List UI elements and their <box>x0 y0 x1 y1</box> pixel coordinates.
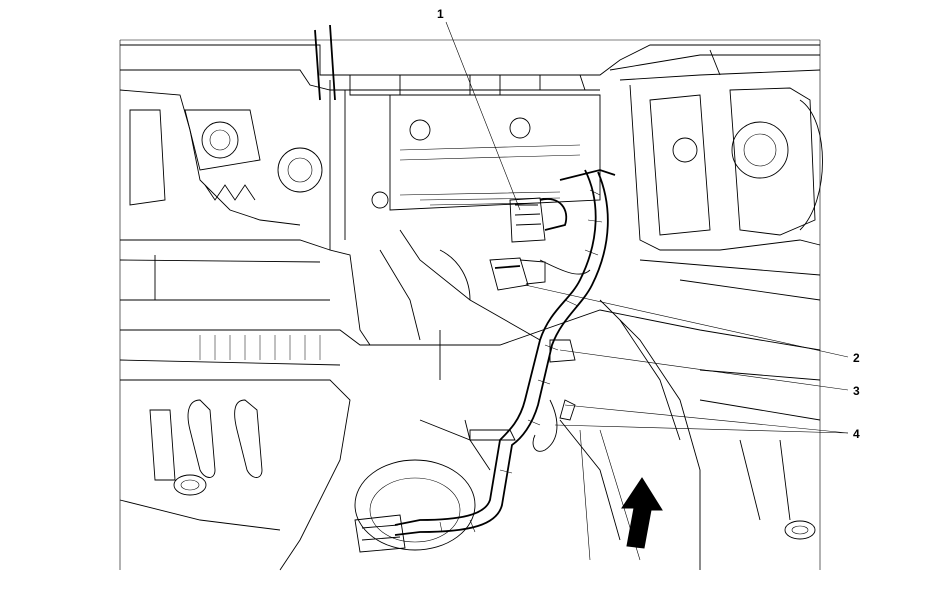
harness-connectors <box>354 197 546 553</box>
connector-upper <box>509 197 546 243</box>
callout-4: 4 <box>853 427 860 441</box>
dash-panel-structure <box>120 24 821 346</box>
forward-arrow-icon <box>621 477 663 549</box>
left-side-structure <box>119 89 331 301</box>
callout-1: 1 <box>437 7 444 21</box>
leader-1 <box>445 21 521 211</box>
floor-pan <box>119 229 821 571</box>
right-side-structure <box>629 84 823 301</box>
leader-3 <box>559 349 849 391</box>
callout-3: 3 <box>853 384 860 398</box>
callout-leaders <box>445 21 849 434</box>
callout-labels: 1 2 3 4 <box>437 7 860 441</box>
leader-2 <box>524 284 849 358</box>
connector-mid <box>489 257 529 291</box>
callout-2: 2 <box>853 351 860 365</box>
leader-4a <box>564 404 849 434</box>
leader-4b <box>554 424 849 434</box>
wiring-harness <box>394 169 616 536</box>
drawing-frame <box>119 39 821 570</box>
connector-lower <box>354 514 406 553</box>
